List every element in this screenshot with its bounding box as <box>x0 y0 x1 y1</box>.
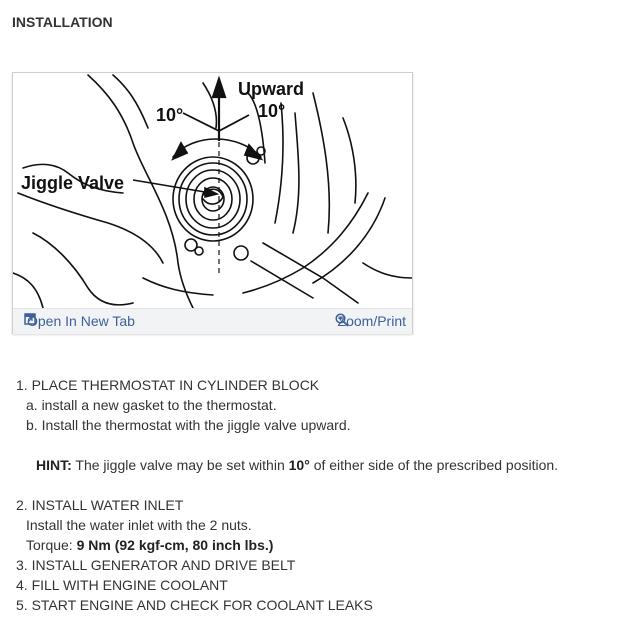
page-title: INSTALLATION <box>12 14 113 30</box>
hint-note: HINT: The jiggle valve may be set within… <box>16 455 626 475</box>
step-1: 1. PLACE THERMOSTAT IN CYLINDER BLOCK <box>16 377 320 393</box>
angle-right-label: 10° <box>258 101 285 121</box>
step-1a: a. install a new gasket to the thermosta… <box>26 397 277 413</box>
open-new-tab-link[interactable]: Open In New Tab <box>24 313 135 329</box>
step-1b: b. Install the thermostat with the jiggl… <box>26 417 351 433</box>
zoom-print-link[interactable]: Zoom/Print <box>334 313 406 329</box>
torque-label: Torque: <box>26 537 77 553</box>
step-2-detail: Install the water inlet with the 2 nuts. <box>26 517 252 533</box>
jiggle-valve-label: Jiggle Valve <box>21 173 124 193</box>
hint-text-1: The jiggle valve may be set within <box>71 457 289 473</box>
step-5: 5. START ENGINE AND CHECK FOR COOLANT LE… <box>16 597 373 613</box>
step-4: 4. FILL WITH ENGINE COOLANT <box>16 577 228 593</box>
thermostat-figure: Upward 10° 10° Jiggle Valve Open In New … <box>12 72 413 334</box>
step-3: 3. INSTALL GENERATOR AND DRIVE BELT <box>16 557 296 573</box>
upward-label: Upward <box>238 79 304 99</box>
torque-value: 9 Nm (92 kgf-cm, 80 inch lbs.) <box>76 537 274 553</box>
hint-text-2: of either side of the prescribed positio… <box>309 457 559 473</box>
hint-label: HINT: <box>36 457 72 473</box>
thermostat-diagram: Upward 10° 10° Jiggle Valve <box>13 74 412 308</box>
hint-value: 10° <box>288 457 310 473</box>
zoom-print-label: Zoom/Print <box>337 313 406 329</box>
figure-toolbar: Open In New Tab Zoom/Print <box>13 308 412 334</box>
open-new-tab-label: Open In New Tab <box>27 313 135 329</box>
step-2: 2. INSTALL WATER INLET <box>16 497 184 513</box>
angle-left-label: 10° <box>156 105 183 125</box>
torque-spec: Torque: 9 Nm (92 kgf-cm, 80 inch lbs.) <box>16 535 626 555</box>
installation-steps: 1. PLACE THERMOSTAT IN CYLINDER BLOCK a.… <box>16 375 626 615</box>
